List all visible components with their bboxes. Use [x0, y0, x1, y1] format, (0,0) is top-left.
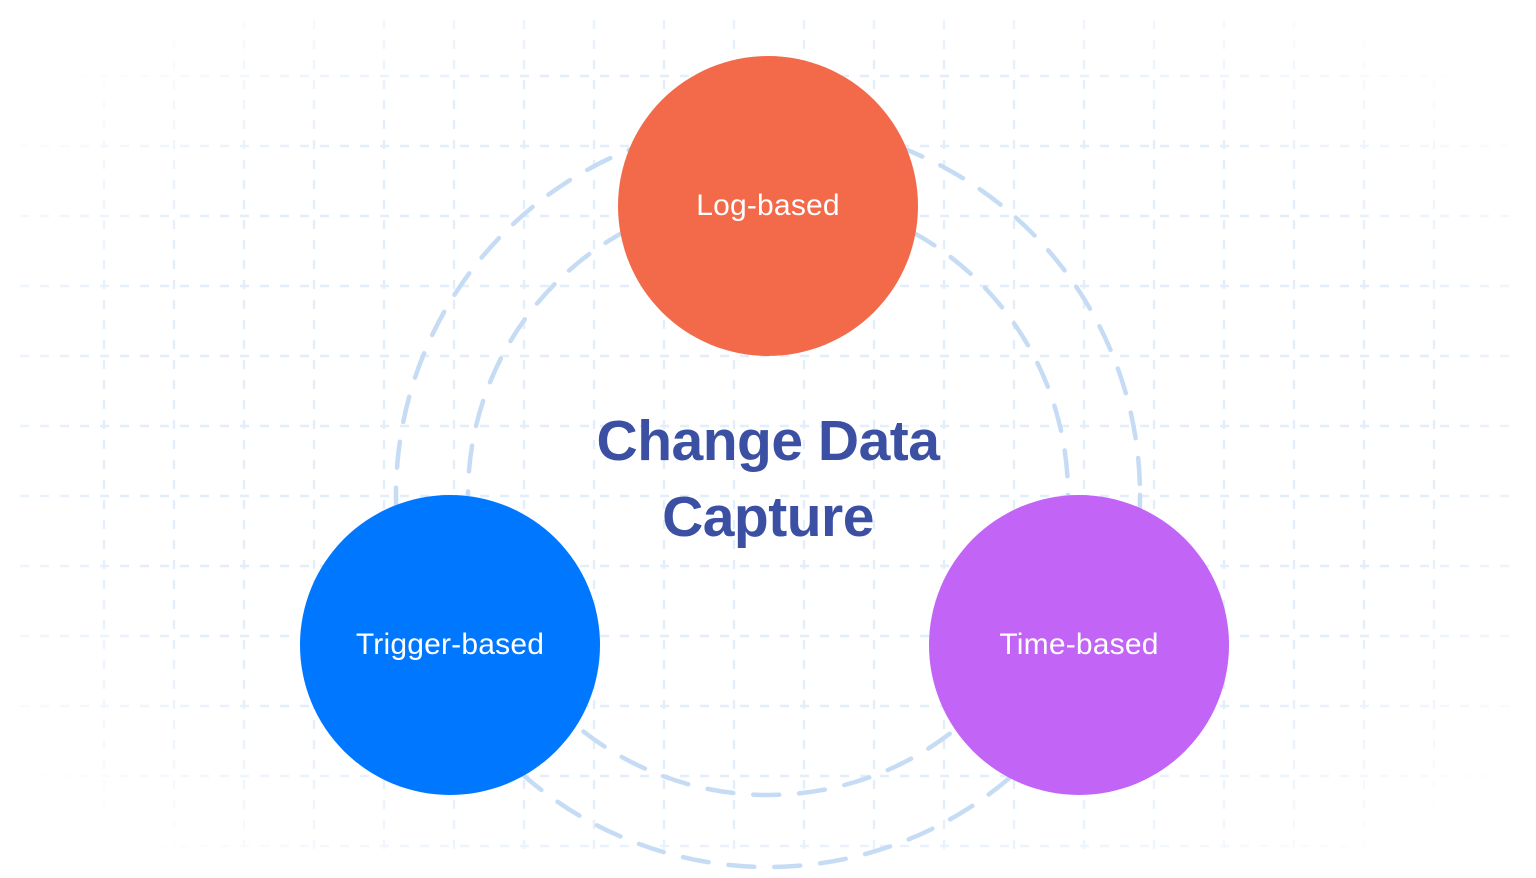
node-trigger-based[interactable]: Trigger-based	[300, 495, 600, 795]
node-time-based-label: Time-based	[999, 628, 1159, 661]
node-log-based[interactable]: Log-based	[618, 56, 918, 356]
node-log-based-label: Log-based	[696, 189, 840, 222]
diagram-center-title: Change Data Capture	[488, 404, 1048, 556]
center-title-line-1: Change Data	[596, 409, 940, 473]
node-time-based[interactable]: Time-based	[929, 495, 1229, 795]
node-trigger-based-label: Trigger-based	[355, 628, 545, 661]
center-title-line-2: Capture	[662, 484, 874, 549]
